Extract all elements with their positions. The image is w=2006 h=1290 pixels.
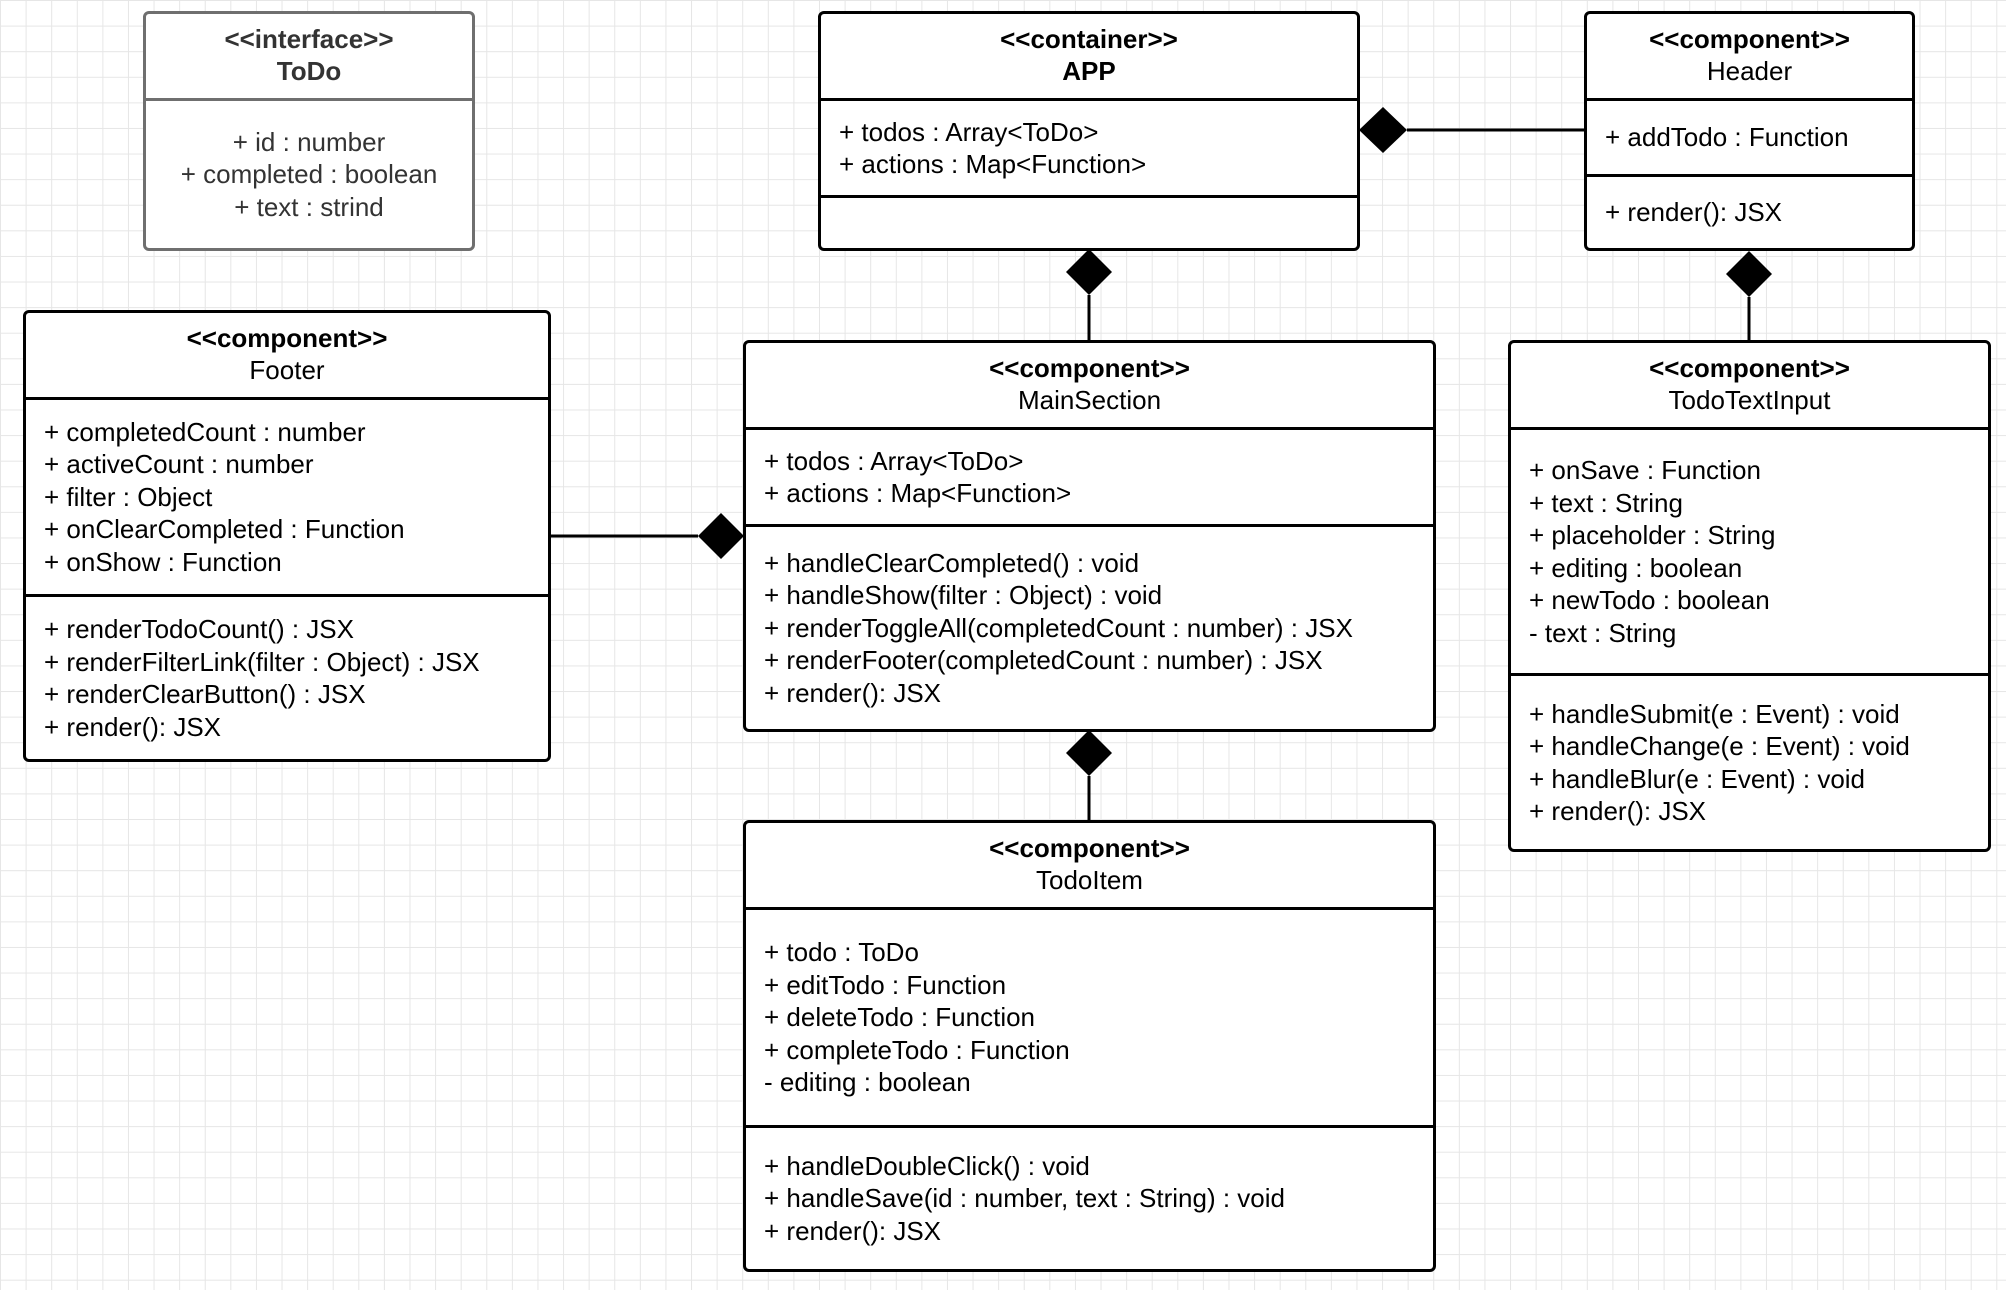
class-name: Header [1706,56,1793,86]
method: + handleSubmit(e : Event) : void [1529,698,1900,729]
method: + render(): JSX [44,711,222,742]
stereotype-label: <<interface>> [224,24,394,54]
class-header: <<component>> TodoItem [746,823,1433,907]
attribute: + text : String [1529,487,1683,518]
method: + handleSave(id : number, text : String)… [764,1183,1286,1214]
composition-diamond-header-todotextinput [1726,251,1772,297]
method: + renderClearButton() : JSX [44,679,366,709]
class-header: <<interface>> ToDo [146,14,472,98]
attribute: + todo : ToDo [764,937,919,968]
class-header: <<component>> Header [1587,14,1912,98]
attribute: + id : number [232,126,386,157]
method: + handleDoubleClick() : void [764,1150,1090,1181]
attribute: + deleteTodo : Function [764,1002,1036,1033]
methods-compartment: + handleClearCompleted() : void + handle… [746,524,1433,729]
attributes-compartment: + addTodo : Function [1587,98,1912,174]
attribute: + todos : Array<ToDo> [764,445,1024,476]
attributes-compartment: + todos : Array<ToDo> + actions : Map<Fu… [746,427,1433,524]
class-header-component[interactable]: <<component>> Header + addTodo : Functio… [1584,11,1915,251]
class-header: <<container>> APP [821,14,1357,98]
attribute: + completedCount : number [44,416,366,447]
stereotype-label: <<component>> [1649,353,1850,383]
method: + render(): JSX [764,677,942,708]
attribute: + activeCount : number [44,449,314,480]
class-name: APP [1062,56,1116,86]
class-todo-interface[interactable]: <<interface>> ToDo + id : number + compl… [143,11,475,251]
class-mainsection-component[interactable]: <<component>> MainSection + todos : Arra… [743,340,1436,732]
method: + renderTodoCount() : JSX [44,614,354,644]
stereotype-label: <<container>> [1000,24,1178,54]
attribute: + editing : boolean [1529,552,1743,583]
attribute: + addTodo : Function [1605,122,1849,153]
attributes-compartment: + todos : Array<ToDo> + actions : Map<Fu… [821,98,1357,195]
attribute: + onSave : Function [1529,455,1761,485]
composition-diamond-mainsection-todoitem [1066,730,1112,776]
stereotype-label: <<component>> [1649,24,1850,54]
class-header: <<component>> MainSection [746,343,1433,427]
composition-diamond-app-header [1359,107,1407,153]
attribute: + actions : Map<Function> [764,478,1072,508]
method: + handleClearCompleted() : void [764,547,1140,578]
class-name: TodoItem [1036,865,1143,895]
methods-compartment: + handleDoubleClick() : void + handleSav… [746,1125,1433,1269]
composition-diamond-mainsection-footer [698,513,744,559]
attribute: + completed : boolean [180,159,438,190]
attribute: + filter : Object [44,481,213,512]
attributes-compartment: + completedCount : number + activeCount … [26,397,548,594]
class-name: Footer [249,355,325,385]
method: + renderFooter(completedCount : number) … [764,645,1323,676]
class-name: MainSection [1017,385,1162,415]
class-todoitem-component[interactable]: <<component>> TodoItem + todo : ToDo + e… [743,820,1436,1272]
attribute: - text : String [1529,617,1677,648]
class-footer-component[interactable]: <<component>> Footer + completedCount : … [23,310,551,762]
class-name: ToDo [276,56,342,86]
attribute: - editing : boolean [764,1067,971,1098]
composition-diamond-app-mainsection [1066,249,1112,295]
method: + handleBlur(e : Event) : void [1529,763,1866,794]
class-todotextinput-component[interactable]: <<component>> TodoTextInput + onSave : F… [1508,340,1991,852]
method: + render(): JSX [764,1215,942,1246]
stereotype-label: <<component>> [989,353,1190,383]
class-header: <<component>> Footer [26,313,548,397]
class-header: <<component>> TodoTextInput [1511,343,1988,427]
method: + render(): JSX [1529,796,1707,826]
method: + handleShow(filter : Object) : void [764,580,1163,611]
attribute: + editTodo : Function [764,969,1007,1000]
attribute: + placeholder : String [1529,520,1776,550]
stereotype-label: <<component>> [186,323,388,353]
attribute: + text : strind [234,191,384,222]
method: + renderFilterLink(filter : Object) : JS… [44,646,480,677]
attribute: + actions : Map<Function> [839,149,1147,179]
attribute: + todos : Array<ToDo> [839,116,1099,147]
methods-compartment [821,195,1357,248]
method: + render(): JSX [1605,197,1783,228]
attributes-compartment: + id : number + completed : boolean + te… [146,98,472,248]
class-app-container[interactable]: <<container>> APP + todos : Array<ToDo> … [818,11,1360,251]
methods-compartment: + handleSubmit(e : Event) : void + handl… [1511,673,1988,849]
attribute: + onShow : Function [44,546,282,577]
attributes-compartment: + todo : ToDo + editTodo : Function + de… [746,907,1433,1125]
stereotype-label: <<component>> [989,833,1190,863]
attributes-compartment: + onSave : Function + text : String + pl… [1511,427,1988,673]
attribute: + completeTodo : Function [764,1034,1070,1065]
attribute: + newTodo : boolean [1529,585,1770,615]
methods-compartment: + render(): JSX [1587,174,1912,248]
methods-compartment: + renderTodoCount() : JSX + renderFilter… [26,594,548,759]
class-name: TodoTextInput [1668,385,1831,415]
attribute: + onClearCompleted : Function [44,514,405,545]
method: + handleChange(e : Event) : void [1529,731,1910,761]
method: + renderToggleAll(completedCount : numbe… [764,612,1353,643]
